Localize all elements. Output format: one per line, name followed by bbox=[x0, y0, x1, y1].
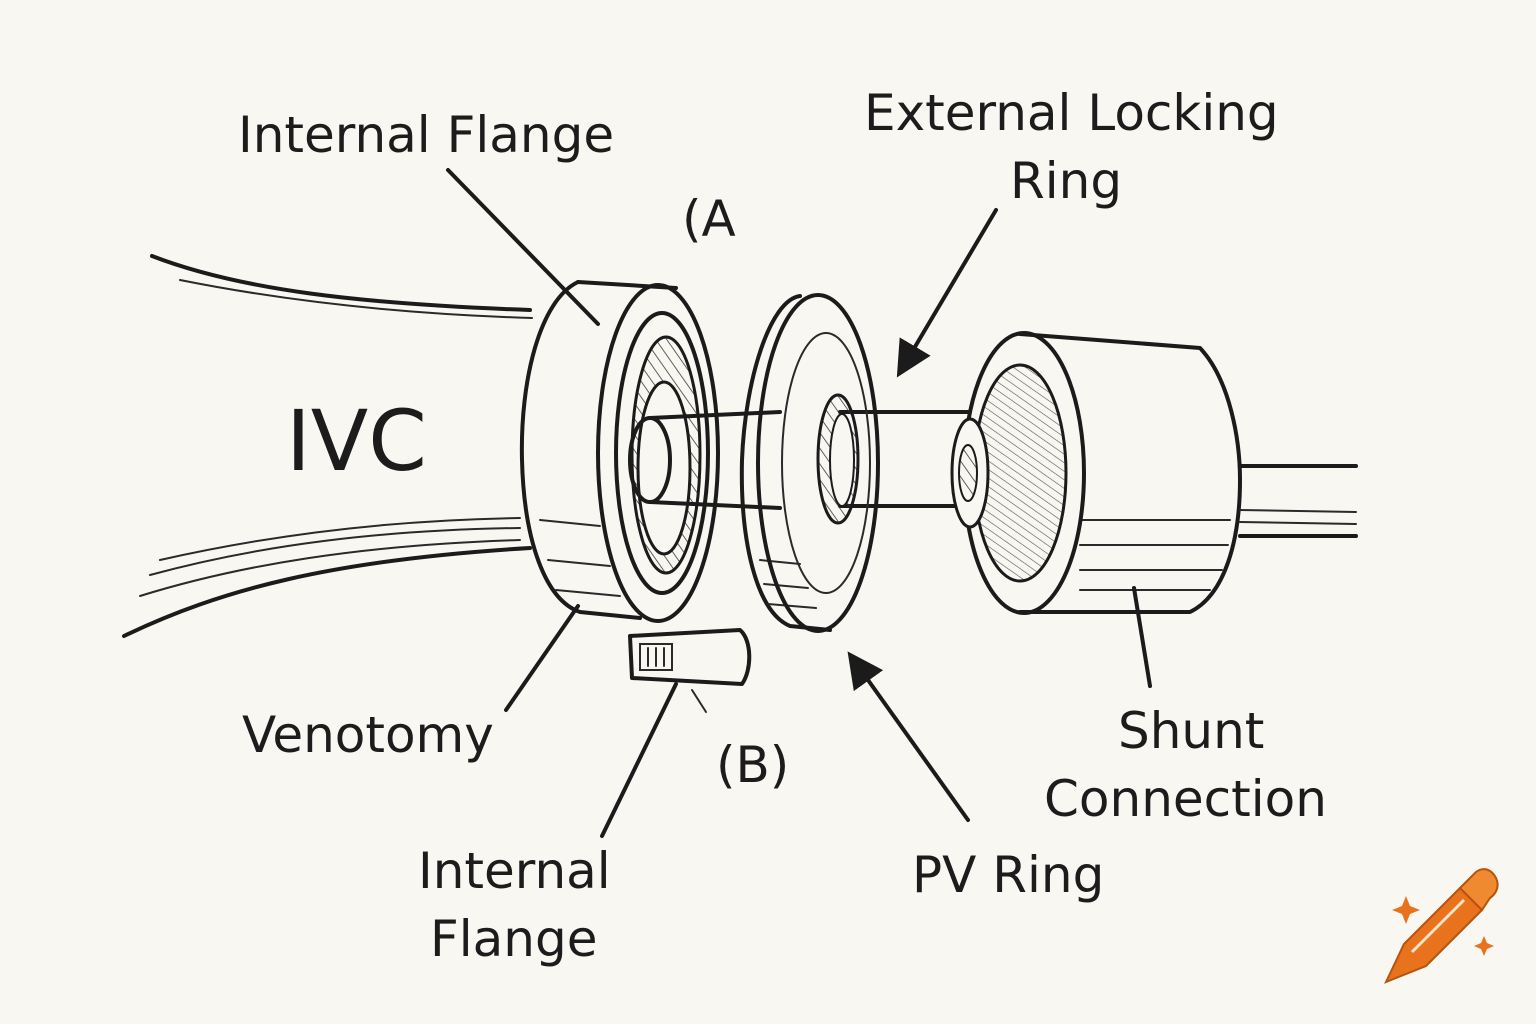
label-shunt-connection-1: Shunt bbox=[1118, 702, 1264, 760]
leader-lines bbox=[446, 168, 1152, 838]
label-external-locking-ring-1: External Locking bbox=[864, 84, 1279, 142]
label-internal-flange-bottom-2: Flange bbox=[430, 910, 597, 968]
internal-flange-ring bbox=[519, 280, 720, 623]
label-venotomy: Venotomy bbox=[242, 706, 494, 764]
label-external-locking-ring-2: Ring bbox=[1010, 152, 1122, 210]
leader-shunt-connection bbox=[1132, 586, 1152, 688]
arrow-external-locking-ring bbox=[896, 208, 998, 378]
label-internal-flange-bottom-1: Internal bbox=[418, 842, 611, 900]
leader-internal-flange-bottom bbox=[600, 682, 678, 838]
crayon-sparkle-icon bbox=[1384, 868, 1499, 984]
leader-venotomy bbox=[504, 604, 580, 712]
shunt-connection-cylinder bbox=[950, 331, 1358, 615]
label-pv-ring: PV Ring bbox=[912, 846, 1104, 904]
label-marker-b: (B) bbox=[716, 736, 789, 794]
label-ivc: IVC bbox=[286, 392, 427, 490]
pv-ring bbox=[739, 293, 880, 633]
leader-internal-flange-top bbox=[446, 168, 600, 326]
label-shunt-connection-2: Connection bbox=[1044, 770, 1327, 828]
arrow-pv-ring bbox=[847, 651, 970, 822]
label-internal-flange-top: Internal Flange bbox=[238, 106, 614, 164]
clip-b bbox=[628, 628, 752, 713]
label-marker-a: (A bbox=[682, 190, 736, 248]
ivc-vessel bbox=[122, 254, 533, 638]
